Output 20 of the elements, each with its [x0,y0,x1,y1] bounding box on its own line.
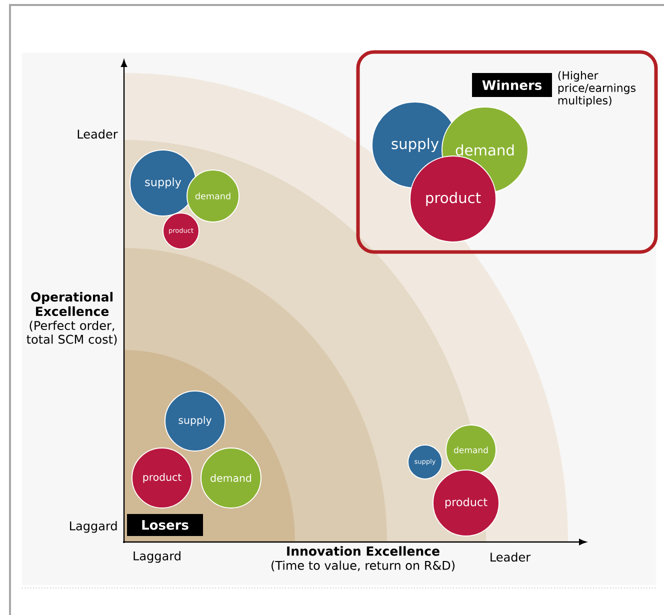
axis-title: Operational Excellence [31,292,113,316]
bubble: product [410,156,496,242]
rounded-frame [356,50,658,254]
note-text: (Higher price/earnings multiples) [558,71,636,107]
bubble: demand [446,424,496,476]
axis-label: (Perfect order, total SCM cost) [26,320,117,346]
bubble: supply [164,390,226,452]
axis-label: (Time to value, return on R&D) [272,560,454,572]
axis-label: Laggard [70,521,117,533]
bubble: demand [186,169,240,222]
bubble: demand [200,447,262,508]
axis-label: Leader [78,129,118,139]
bubble: supply [130,149,196,216]
axis-title: Innovation Excellence [287,546,440,556]
bubble: product [132,447,192,508]
axis-label: Leader [490,552,531,562]
label-box: Winners [472,73,552,97]
axis-label: Laggard [134,551,180,563]
label-box: Losers [127,514,203,536]
bubble: product [432,469,500,536]
